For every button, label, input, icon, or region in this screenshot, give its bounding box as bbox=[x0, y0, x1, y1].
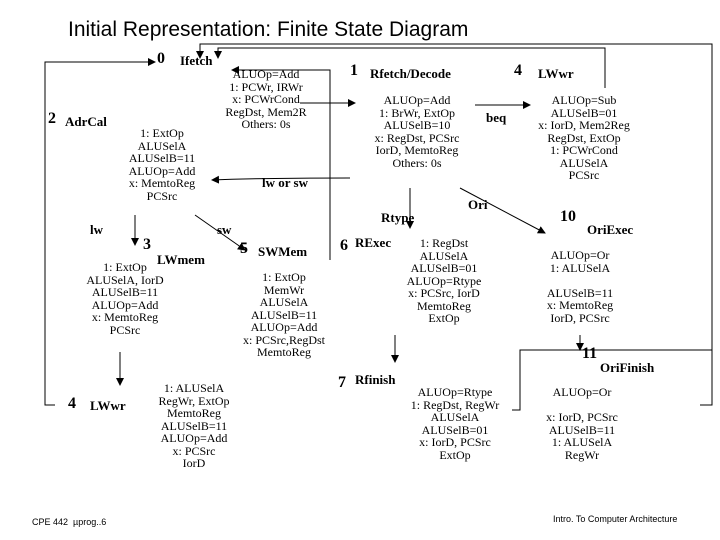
arrow-4-to-0 bbox=[44, 58, 156, 406]
state-8-name: LWwr bbox=[538, 66, 574, 81]
arrow-1-to-10 bbox=[459, 187, 546, 234]
state-0-actions: ALUOp=Add 1: PCWr, IRWr x: PCWrCond RegD… bbox=[225, 67, 307, 131]
state-2-number: 2 bbox=[48, 110, 56, 127]
state-5-actions: 1: ExtOp MemWr ALUSelA ALUSelB=11 ALUOp=… bbox=[242, 270, 325, 359]
edge-label-rtype: Rtype bbox=[381, 210, 415, 225]
state-0-number: 0 bbox=[157, 50, 165, 67]
state-3-number: 3 bbox=[143, 236, 151, 253]
state-4-name: LWwr bbox=[90, 398, 126, 413]
arrow-5-to-0 bbox=[231, 66, 331, 260]
arrow-2-to-5 bbox=[194, 214, 246, 251]
state-10-actions: ALUOp=Or 1: ALUSelA ALUSelB=11 x: MemtoR… bbox=[546, 248, 614, 325]
arrow-8-to-0 bbox=[214, 47, 606, 88]
state-10-number: 10 bbox=[560, 208, 576, 225]
state-7-number: 7 bbox=[338, 374, 346, 391]
state-4-actions: 1: ALUSelA RegWr, ExtOp MemtoReg ALUSelB… bbox=[158, 381, 230, 470]
state-1-actions: ALUOp=Add 1: BrWr, ExtOp ALUSelB=10 x: R… bbox=[374, 93, 460, 170]
state-8-actions: ALUOp=Sub ALUSelB=01 x: IorD, Mem2Reg Re… bbox=[538, 93, 630, 182]
edge-label-lw: lw bbox=[90, 222, 103, 237]
footer-left: CPE 442 µprog..6 bbox=[32, 517, 107, 527]
state-6-number: 6 bbox=[340, 237, 348, 254]
state-11-actions: ALUOp=Or x: IorD, PCSrc ALUSelB=11 1: AL… bbox=[546, 385, 618, 462]
state-5-number: 5 bbox=[240, 240, 248, 257]
state-10-name: OriExec bbox=[587, 222, 634, 237]
arrow-11-to-0 bbox=[196, 43, 713, 406]
slide-title: Initial Representation: Finite State Dia… bbox=[68, 18, 469, 41]
edge-label-ori: Ori bbox=[468, 197, 488, 212]
state-5-name: SWMem bbox=[258, 244, 308, 259]
state-6-actions: 1: RegDst ALUSelA ALUSelB=01 ALUOp=Rtype… bbox=[406, 236, 482, 325]
state-3-name: LWmem bbox=[157, 252, 205, 267]
edge-label-sw: sw bbox=[217, 222, 232, 237]
footer-right: Intro. To Computer Architecture bbox=[553, 514, 678, 524]
state-7-name: Rfinish bbox=[355, 372, 396, 387]
state-11-number: 11 bbox=[582, 345, 598, 362]
arrow-7-to-0 bbox=[512, 349, 712, 411]
state-2-actions: 1: ExtOp ALUSelA ALUSelB=11 ALUOp=Add x:… bbox=[128, 126, 196, 203]
state-11-name: OriFinish bbox=[600, 360, 655, 375]
state-4-number: 4 bbox=[68, 395, 76, 412]
state-1-name: Rfetch/Decode bbox=[370, 66, 451, 81]
state-0-name: Ifetch bbox=[180, 53, 213, 68]
edge-label-beq: beq bbox=[486, 110, 507, 125]
state-2-name: AdrCal bbox=[65, 114, 107, 129]
state-6-name: RExec bbox=[355, 235, 392, 250]
state-3-actions: 1: ExtOp ALUSelA, IorD ALUSelB=11 ALUOp=… bbox=[86, 260, 164, 337]
edge-label-lw-or-sw: lw or sw bbox=[262, 175, 308, 190]
state-1-number: 1 bbox=[350, 62, 358, 79]
arrow-1-to-2 bbox=[211, 175, 351, 184]
state-7-actions: ALUOp=Rtype 1: RegDst, RegWr ALUSelA ALU… bbox=[410, 385, 500, 462]
state-8-number: 4 bbox=[514, 62, 522, 79]
